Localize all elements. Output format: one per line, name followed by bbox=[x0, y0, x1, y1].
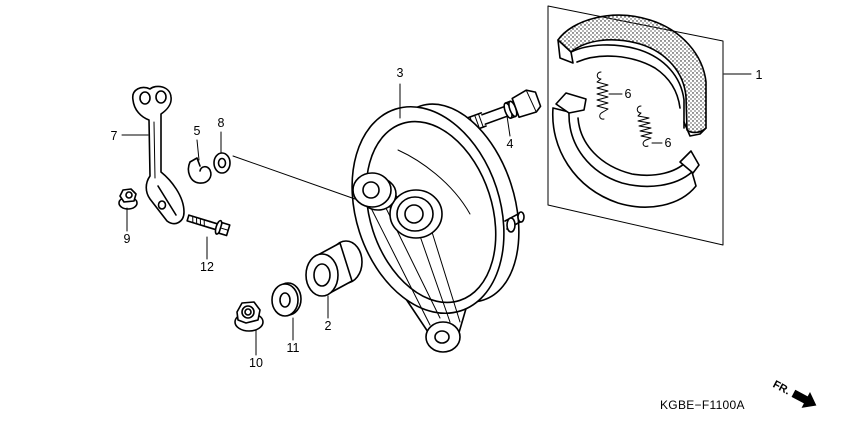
bolt-12-head-edge bbox=[220, 227, 229, 231]
spring-clip-5 bbox=[187, 157, 212, 184]
front-indicator-label: FR. bbox=[771, 379, 792, 398]
panel-cam-boss bbox=[352, 172, 392, 208]
washer-11 bbox=[271, 282, 302, 317]
callout-6-upper: 6 bbox=[625, 87, 632, 101]
callout-labels: 1 2 3 4 5 6 6 7 8 9 10 11 12 bbox=[111, 66, 763, 370]
lower-brake-shoe bbox=[552, 92, 700, 208]
panel-inner-rim bbox=[365, 120, 497, 304]
brake-arm-edge bbox=[153, 121, 156, 179]
callout-2: 2 bbox=[325, 319, 332, 333]
collar-front-face bbox=[305, 253, 339, 297]
brake-arm-body bbox=[132, 85, 185, 225]
cam-shaft bbox=[481, 105, 511, 125]
panel-stud-end bbox=[517, 211, 525, 223]
panel-arm-lug bbox=[425, 321, 461, 353]
nut-10-hole bbox=[244, 308, 252, 316]
washer-8-face bbox=[213, 152, 231, 174]
collar bbox=[305, 240, 363, 297]
nut-10-face bbox=[241, 305, 255, 319]
front-indicator: FR. bbox=[771, 379, 817, 408]
leader-5 bbox=[196, 139, 200, 161]
panel-ribs bbox=[369, 181, 461, 326]
assembly-guide-line bbox=[232, 155, 356, 200]
brake-panel bbox=[351, 103, 525, 353]
callout-11: 11 bbox=[287, 341, 300, 355]
leader-lines bbox=[121, 73, 752, 356]
upper-return-spring bbox=[596, 71, 609, 120]
panel-stud-ring bbox=[506, 217, 516, 233]
upper-brake-shoe bbox=[557, 14, 707, 137]
panel-lug-hole bbox=[434, 330, 450, 344]
nut-9-hole bbox=[125, 191, 133, 199]
washer-11-face bbox=[271, 283, 299, 317]
lower-shoe-web bbox=[577, 117, 687, 177]
callout-12: 12 bbox=[200, 260, 214, 274]
lower-shoe-right-tab bbox=[679, 150, 700, 174]
collar-bore bbox=[313, 263, 331, 287]
brake-shoe-set bbox=[547, 5, 724, 246]
flange-nut-10 bbox=[234, 301, 264, 332]
lower-shoe-body bbox=[552, 107, 697, 208]
panel-hub-ring bbox=[396, 196, 434, 232]
callout-6-lower: 6 bbox=[665, 136, 672, 150]
washer-11-hole bbox=[279, 292, 291, 308]
lower-return-spring bbox=[636, 105, 653, 147]
front-arrow-icon bbox=[791, 389, 817, 408]
nut-9-hex bbox=[119, 188, 137, 203]
callout-3: 3 bbox=[397, 66, 404, 80]
upper-shoe-lining bbox=[557, 14, 707, 134]
lower-shoe-left-tab bbox=[555, 92, 587, 114]
flange-nut-9 bbox=[118, 188, 138, 210]
panel-face-contour bbox=[397, 149, 471, 215]
brake-arm-hole-left bbox=[139, 91, 151, 105]
callout-7: 7 bbox=[111, 129, 118, 143]
washer-8-hole bbox=[217, 157, 227, 169]
callout-4: 4 bbox=[507, 137, 514, 151]
callout-5: 5 bbox=[194, 124, 201, 138]
brake-arm-clamp-hole bbox=[157, 200, 167, 210]
callout-1: 1 bbox=[756, 68, 763, 82]
cam-head-edge bbox=[525, 89, 537, 113]
upper-shoe-web bbox=[576, 55, 681, 109]
brake-arm bbox=[132, 85, 185, 225]
washer-8 bbox=[213, 152, 231, 174]
panel-cam-boss-hole bbox=[362, 181, 380, 199]
upper-shoe-left-tab bbox=[557, 39, 574, 64]
brake-arm-hole-right bbox=[155, 90, 167, 104]
flange-bolt-12 bbox=[186, 214, 231, 237]
upper-shoe-right-tab bbox=[683, 121, 707, 137]
diagram-code: KGBE−F1100A bbox=[660, 398, 745, 412]
bolt-12-thread-lines bbox=[192, 215, 205, 227]
callout-9: 9 bbox=[124, 232, 131, 246]
upper-shoe-rim bbox=[570, 44, 685, 129]
callout-8: 8 bbox=[218, 116, 225, 130]
leader-4 bbox=[506, 115, 511, 137]
callout-10: 10 bbox=[249, 356, 263, 370]
bolt-12-thread bbox=[186, 214, 211, 229]
brake-arm-clamp-slot bbox=[157, 185, 177, 216]
panel-hub-bore bbox=[404, 204, 424, 224]
